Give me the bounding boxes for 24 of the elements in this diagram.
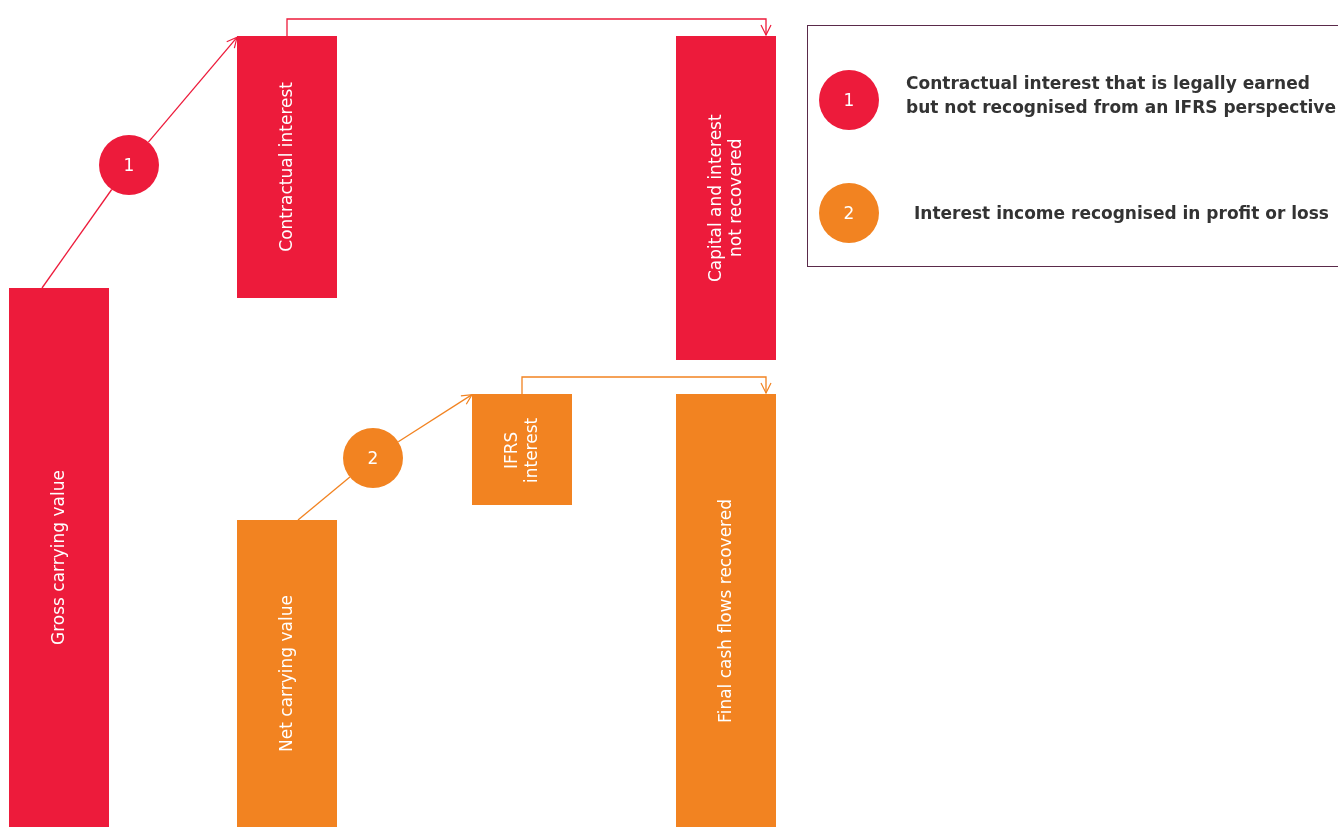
legend-text: Interest income recognised in profit or loss [914,202,1330,225]
arrow [397,393,473,443]
value-bar [676,36,776,360]
connector-line [297,476,351,521]
bar-label: Net carrying value [277,595,297,752]
value-bar [676,394,776,827]
callout-number: 1 [843,90,855,110]
arrow [286,18,772,37]
bar-label: Capital and interest not recovered [706,113,746,284]
connector-line [41,188,113,289]
value-bar [237,520,337,827]
bar-label: IFRS interest [502,415,542,485]
value-bar [237,36,337,298]
callout-number: 2 [843,203,855,223]
value-bar [9,288,109,827]
arrow [147,36,238,143]
arrow [521,376,772,395]
legend-text: Contractual interest that is legally earned but not recognised from an IFRS perspective [906,72,1336,119]
value-bar [472,394,572,505]
step-marker: 1 [99,135,159,195]
bar-label: Final cash flows recovered [716,498,736,723]
bar-label: Contractual interest [277,82,297,252]
step-marker: 2 [343,428,403,488]
bar-label: Gross carrying value [49,470,69,645]
